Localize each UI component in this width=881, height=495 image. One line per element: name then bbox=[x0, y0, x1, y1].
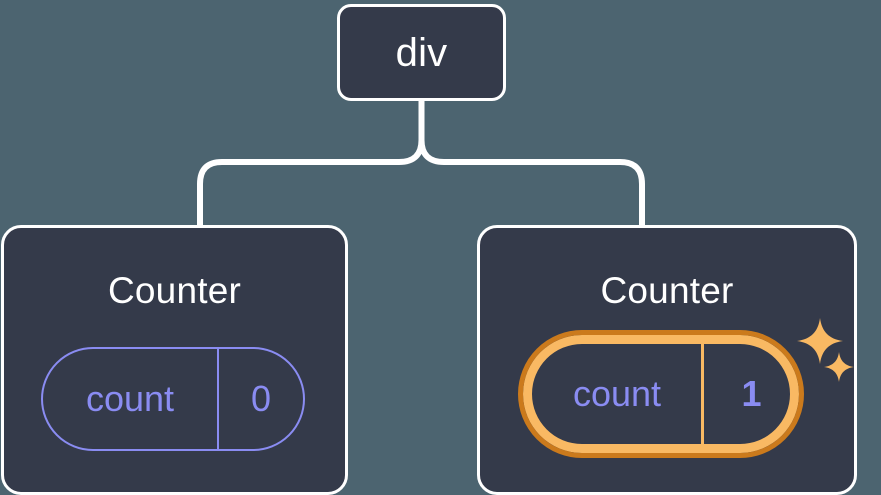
state-value-left: 0 bbox=[250, 378, 272, 419]
state-key-right: count bbox=[572, 373, 662, 414]
state-pill-counter-left[interactable]: count 0 bbox=[41, 347, 305, 451]
state-pill-counter-right[interactable]: count 1 bbox=[518, 330, 804, 458]
node-div[interactable]: div bbox=[337, 4, 506, 101]
state-key-left: count bbox=[85, 378, 175, 419]
connector-branch-right bbox=[418, 137, 645, 229]
state-value-right: 1 bbox=[741, 373, 762, 414]
connector-branch-left bbox=[197, 137, 425, 229]
state-pill-divider-left bbox=[217, 349, 219, 449]
state-pill-divider-right bbox=[701, 339, 704, 449]
node-div-label: div bbox=[395, 30, 448, 75]
node-counter-right-label: Counter bbox=[600, 270, 734, 311]
node-counter-left-label: Counter bbox=[107, 270, 242, 311]
